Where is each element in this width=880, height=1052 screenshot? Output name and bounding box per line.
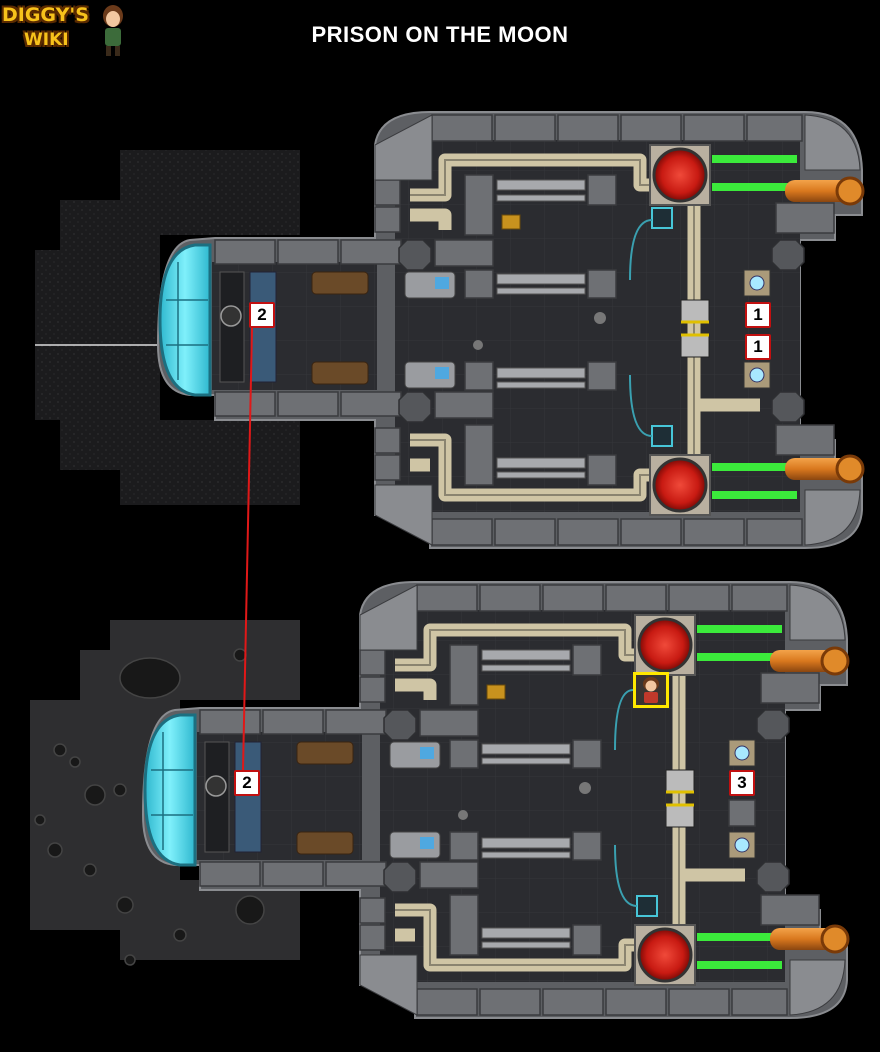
spaceship-bottom: [141, 581, 850, 1019]
diggy-player-icon: [643, 677, 659, 703]
orange-pipe-outlet-icon: [785, 176, 865, 484]
fog-area-top: [35, 150, 300, 505]
marker-1-lower[interactable]: 1: [745, 334, 771, 360]
treasure-chest-icon: [486, 684, 506, 700]
marker-1-upper[interactable]: 1: [745, 302, 771, 328]
red-reactor-icon: [649, 454, 711, 516]
marker-2-bottom-ship[interactable]: 2: [234, 770, 260, 796]
moon-craters: [34, 648, 265, 966]
diggy-avatar-icon: [103, 5, 123, 56]
treasure-chest-icon: [501, 214, 521, 230]
red-reactor-icon: [634, 924, 696, 986]
green-laser-barrier-icon: [712, 155, 797, 499]
diggys-wiki-logo: DIGGY'S WIKI: [2, 2, 132, 58]
cockpit-window-icon: [158, 243, 212, 397]
player-highlight: [633, 672, 669, 708]
red-reactor-icon: [649, 144, 711, 206]
red-reactor-icon: [634, 614, 696, 676]
logo-line-1: DIGGY'S: [2, 4, 89, 26]
prison-bars: [481, 649, 571, 949]
page-title: PRISON ON THE MOON: [311, 22, 569, 47]
orange-pipe-outlet-icon: [770, 646, 850, 954]
green-laser-barrier-icon: [697, 625, 782, 969]
marker-2-top-ship[interactable]: 2: [249, 302, 275, 328]
prison-bars: [496, 179, 586, 479]
logo-line-2: WIKI: [24, 30, 69, 50]
spaceship-top: [156, 111, 865, 549]
marker-3[interactable]: 3: [729, 770, 755, 796]
cockpit-window-icon: [143, 713, 197, 867]
teleport-connection-line: [242, 327, 253, 771]
